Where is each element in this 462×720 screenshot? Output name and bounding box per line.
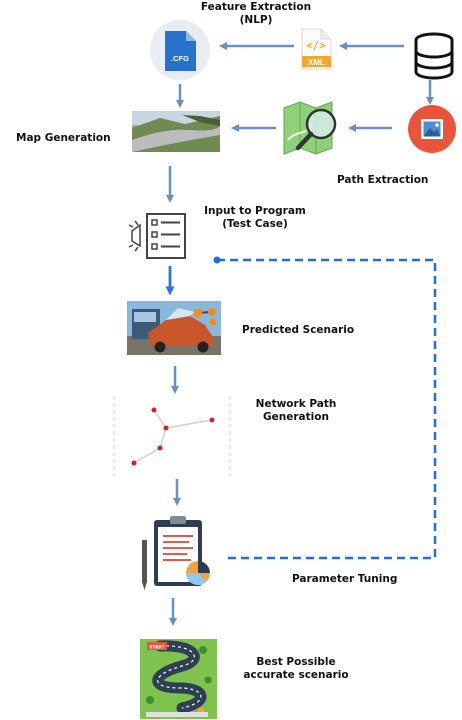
input-program-line2: (Test Case) xyxy=(222,218,288,230)
network-path-label: Network Path Generation xyxy=(246,398,346,424)
road-map-image xyxy=(132,111,220,152)
predicted-scenario-image xyxy=(127,301,221,355)
input-program-line1: Input to Program xyxy=(204,205,306,217)
network-path-line1: Network Path xyxy=(255,398,337,410)
xml-label: XML xyxy=(308,58,325,67)
predicted-scenario-label: Predicted Scenario xyxy=(242,324,355,336)
database-icon xyxy=(414,32,454,80)
feature-extraction-line1: Feature Extraction xyxy=(200,1,312,13)
input-program-label: Input to Program (Test Case) xyxy=(200,205,310,231)
test-case-checklist-icon xyxy=(128,213,186,259)
network-path-line2: Generation xyxy=(263,411,329,423)
map-generation-label: Map Generation xyxy=(16,132,111,144)
best-scenario-line2: accurate scenario xyxy=(243,669,349,681)
svg-text:</>: </> xyxy=(306,39,326,52)
winding-road-map-image: START xyxy=(140,639,217,719)
image-file-icon xyxy=(408,105,456,153)
parameter-tuning-label: Parameter Tuning xyxy=(292,573,398,585)
parameter-tuning-loop xyxy=(213,256,437,560)
best-scenario-label: Best Possible accurate scenario xyxy=(236,656,356,682)
feature-extraction-line2: (NLP) xyxy=(239,14,273,26)
path-extraction-label: Path Extraction xyxy=(337,174,429,186)
report-clipboard-icon xyxy=(142,516,210,590)
road-sign-label: START xyxy=(149,645,166,651)
map-search-icon xyxy=(283,101,337,155)
xml-file-icon: </> XML xyxy=(301,28,332,70)
network-path-graph xyxy=(112,396,232,476)
cfg-label: .CFG xyxy=(171,54,189,63)
best-scenario-line1: Best Possible xyxy=(256,656,336,668)
cfg-file-icon: .CFG xyxy=(150,20,210,80)
feature-extraction-label: Feature Extraction (NLP) xyxy=(196,1,316,27)
